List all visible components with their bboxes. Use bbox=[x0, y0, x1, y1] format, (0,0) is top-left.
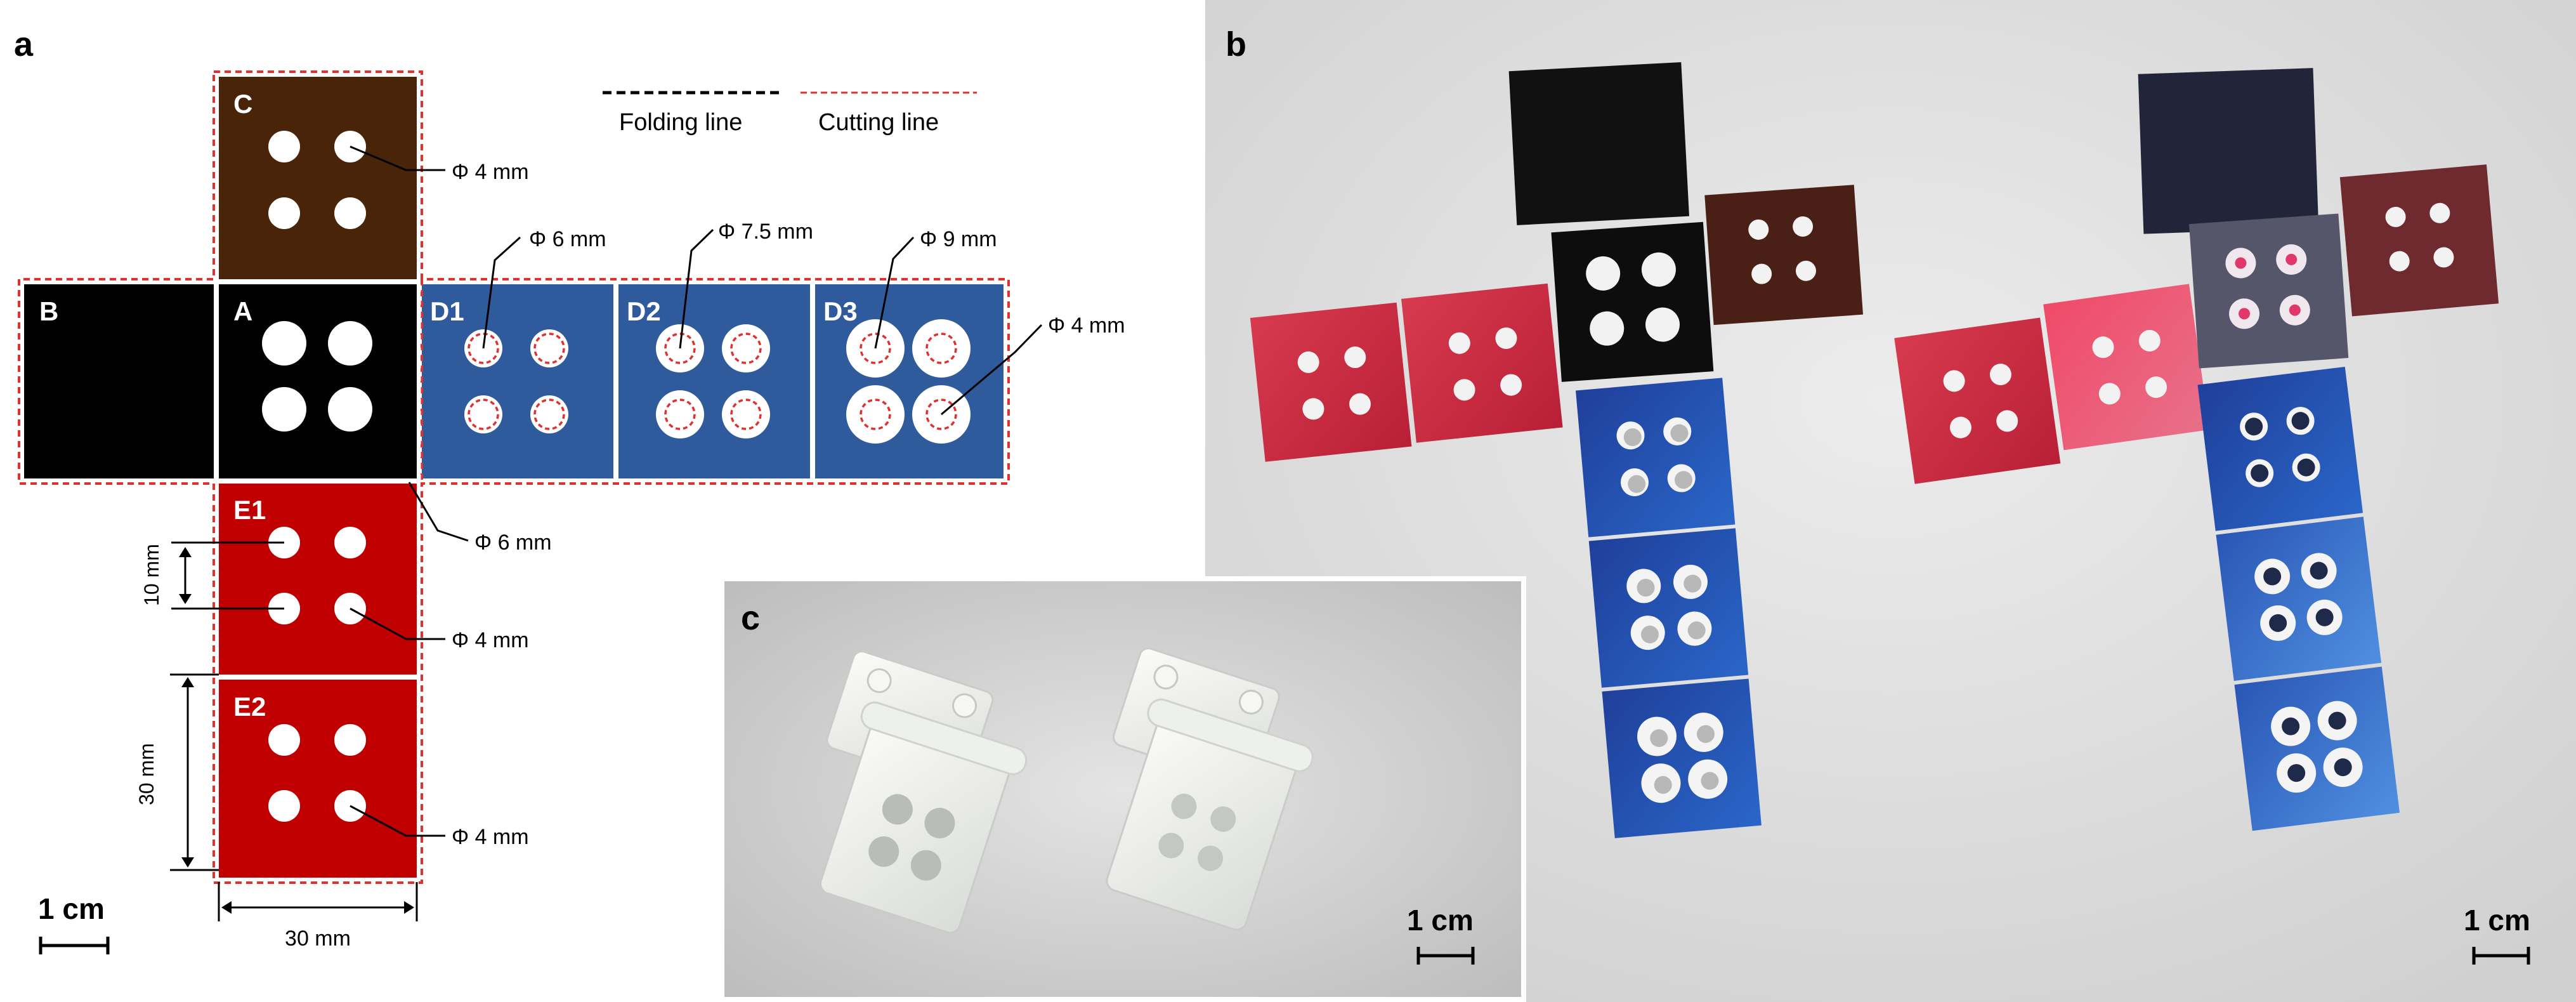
net-right-face-a bbox=[2188, 213, 2349, 369]
hinge-right bbox=[1106, 647, 1314, 931]
annot-d3-inner: Φ 4 mm bbox=[1048, 313, 1125, 338]
panel-c-letter: c bbox=[741, 599, 760, 637]
annot-d1-hole: Φ 6 mm bbox=[529, 227, 606, 251]
inner-cut-circles bbox=[467, 333, 957, 430]
annot-spacing: 10 mm bbox=[140, 544, 163, 606]
scale-bar-a-label: 1 cm bbox=[38, 892, 105, 925]
net-right-face-d2 bbox=[2216, 517, 2382, 682]
face-label-b: B bbox=[39, 296, 58, 326]
face-label-d3: D3 bbox=[823, 296, 858, 326]
annot-c-hole: Φ 4 mm bbox=[452, 160, 529, 184]
net-right-face-c bbox=[2339, 164, 2499, 317]
face-b bbox=[24, 284, 214, 478]
net-left-face-d1 bbox=[1576, 378, 1736, 537]
annot-e1-hole: Φ 4 mm bbox=[452, 628, 529, 652]
face-d3 bbox=[815, 284, 1004, 478]
net-left-face-c bbox=[1704, 185, 1864, 326]
folding-lines bbox=[214, 280, 814, 679]
panel-b-letter: b bbox=[1226, 25, 1246, 63]
holes bbox=[262, 131, 971, 822]
face-a bbox=[219, 284, 417, 478]
scale-bar-c bbox=[1416, 947, 1475, 965]
net-right-face-e1 bbox=[2043, 284, 2210, 451]
net-left-face-d2 bbox=[1588, 528, 1749, 688]
net-right bbox=[1894, 68, 2499, 831]
face-c bbox=[219, 77, 417, 279]
height-dimension bbox=[170, 673, 219, 871]
annot-a-hole: Φ 6 mm bbox=[474, 531, 552, 555]
net-right-face-b bbox=[2138, 68, 2319, 234]
net-left-face-d3 bbox=[1602, 678, 1762, 838]
panel-c: c 1 cm bbox=[719, 576, 1526, 1002]
panel-a-letter: a bbox=[14, 25, 34, 63]
scale-bar-b bbox=[2472, 947, 2530, 965]
face-label-e2: E2 bbox=[233, 692, 266, 722]
net-left-face-b bbox=[1508, 62, 1689, 225]
legend-cutting-label: Cutting line bbox=[818, 109, 939, 136]
face-e1 bbox=[219, 484, 417, 675]
annot-width: 30 mm bbox=[285, 926, 351, 951]
face-label-e1: E1 bbox=[233, 495, 266, 525]
annot-height: 30 mm bbox=[135, 743, 158, 805]
panel-a: a C B A D1 D2 D3 bbox=[14, 25, 1125, 954]
net-left-face-e1 bbox=[1401, 283, 1563, 443]
spacing-dimension bbox=[171, 541, 284, 610]
face-label-c: C bbox=[233, 89, 252, 119]
leader-lines bbox=[350, 145, 1043, 837]
net-left-face-e2 bbox=[1250, 302, 1412, 462]
legend-folding-label: Folding line bbox=[619, 109, 742, 136]
face-d1 bbox=[422, 284, 613, 478]
scale-bar-b-label: 1 cm bbox=[2464, 904, 2530, 937]
net-right-face-e2 bbox=[1894, 317, 2061, 484]
face-d2 bbox=[618, 284, 810, 478]
annot-e2-hole: Φ 4 mm bbox=[452, 825, 529, 849]
annot-d3-hole: Φ 9 mm bbox=[920, 227, 997, 251]
hinge-left bbox=[820, 650, 1028, 934]
annot-d2-hole: Φ 7.5 mm bbox=[718, 220, 813, 244]
scale-bar-a bbox=[39, 937, 110, 954]
photo-c-background bbox=[724, 581, 1521, 997]
face-e2 bbox=[219, 680, 417, 878]
net-left-face-a bbox=[1551, 221, 1714, 382]
net-right-face-d3 bbox=[2234, 666, 2400, 831]
face-label-d1: D1 bbox=[430, 296, 464, 326]
net-left bbox=[1250, 62, 1864, 838]
width-dimension bbox=[218, 882, 418, 921]
net-right-face-d1 bbox=[2197, 366, 2364, 531]
face-label-d2: D2 bbox=[627, 296, 661, 326]
face-label-a: A bbox=[233, 296, 252, 326]
scale-bar-c-label: 1 cm bbox=[1407, 904, 1474, 937]
